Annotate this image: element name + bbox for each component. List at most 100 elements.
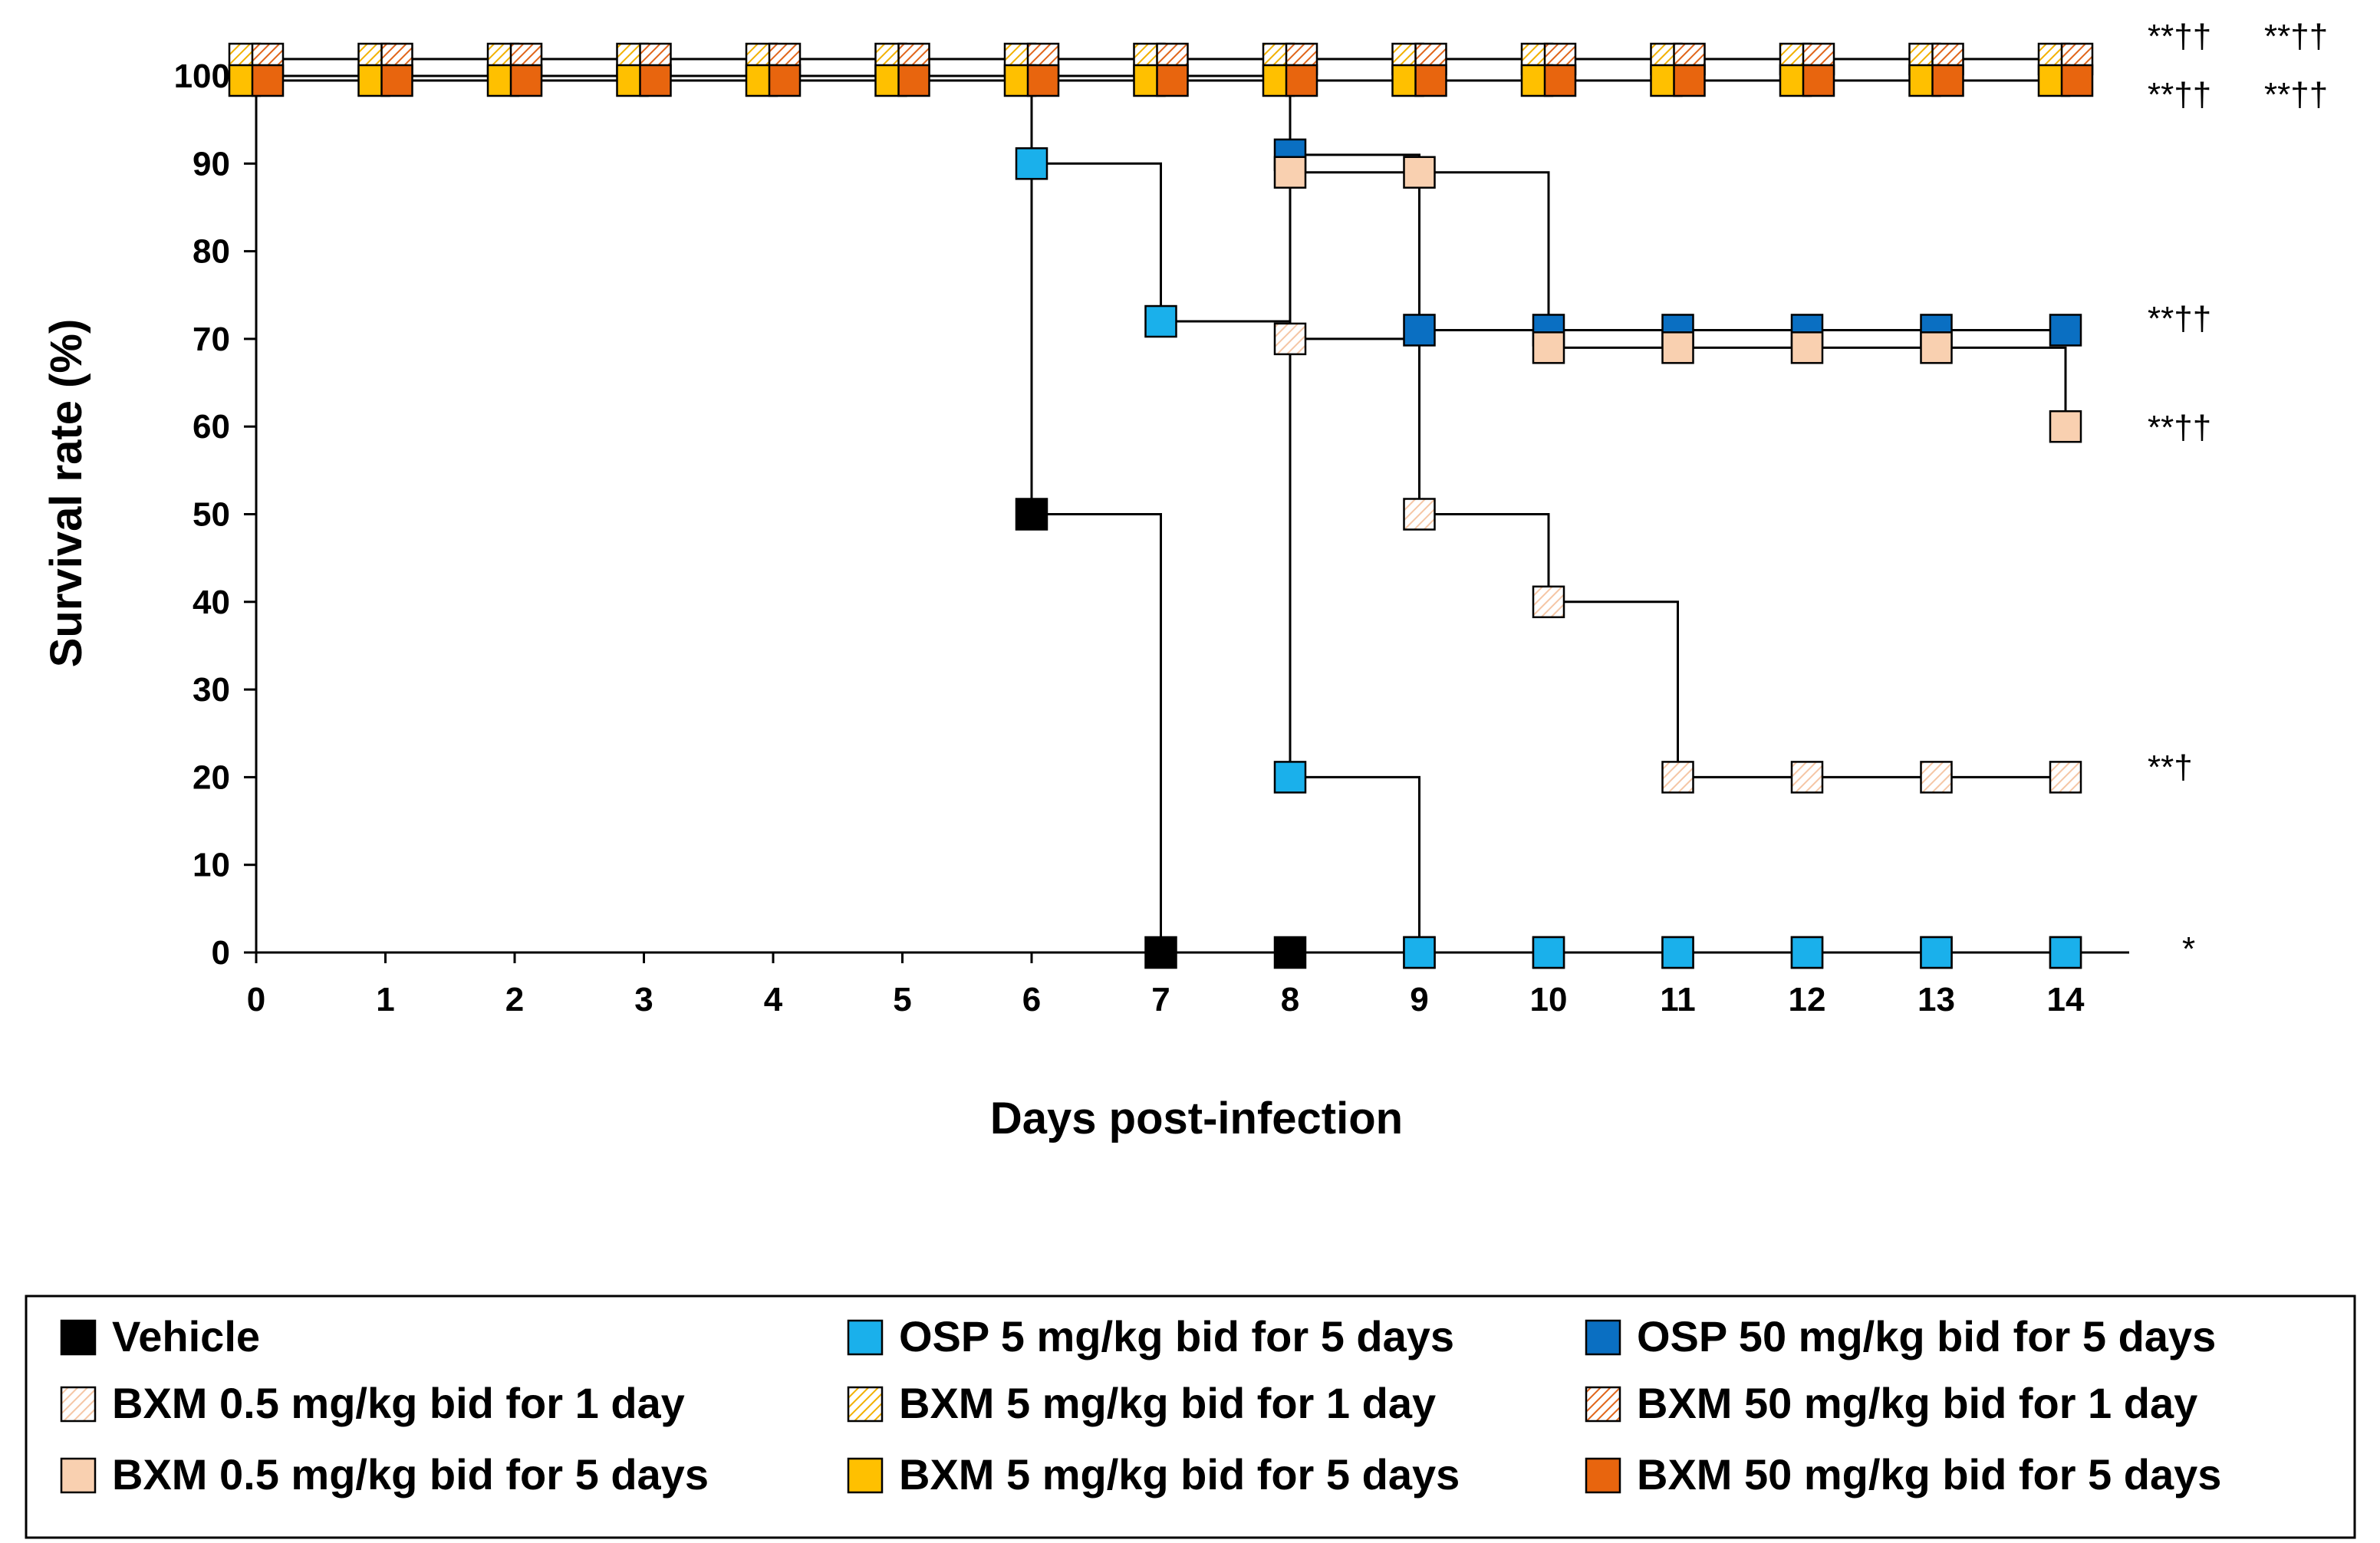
legend-label: BXM 0.5 mg/kg bid for 1 day bbox=[112, 1379, 685, 1427]
data-point bbox=[768, 64, 802, 97]
y-tick-label: 60 bbox=[193, 408, 230, 446]
x-tick-label: 7 bbox=[1151, 981, 1170, 1018]
data-point bbox=[1661, 331, 1694, 364]
y-tick-label: 100 bbox=[174, 58, 230, 95]
data-point bbox=[380, 64, 413, 97]
data-point bbox=[2049, 936, 2082, 969]
data-point bbox=[1543, 64, 1577, 97]
y-tick-label: 70 bbox=[193, 321, 230, 358]
legend-swatch bbox=[847, 1319, 884, 1356]
y-tick-label: 40 bbox=[193, 584, 230, 621]
significance-labels: * **†† **† **†† **†† **†† **†† **†† bbox=[2148, 18, 2328, 968]
y-tick-label: 80 bbox=[193, 233, 230, 271]
data-point bbox=[1920, 331, 1953, 364]
x-tick-label: 2 bbox=[505, 981, 524, 1018]
data-point bbox=[1532, 936, 1565, 969]
data-point bbox=[1015, 498, 1048, 531]
axes bbox=[255, 57, 2129, 954]
legend-label: BXM 5 mg/kg bid for 1 day bbox=[899, 1379, 1436, 1427]
data-point bbox=[1144, 936, 1177, 969]
data-point bbox=[897, 64, 930, 97]
x-tick-label: 5 bbox=[893, 981, 911, 1018]
series-lines bbox=[245, 58, 2077, 954]
data-point bbox=[1802, 64, 1835, 97]
x-tick-label: 9 bbox=[1410, 981, 1428, 1018]
significance-label: **†† bbox=[2264, 18, 2328, 55]
x-tick-label: 1 bbox=[376, 981, 394, 1018]
data-point bbox=[1790, 761, 1824, 794]
x-tick-label: 0 bbox=[247, 981, 265, 1018]
y-tick-label: 50 bbox=[193, 496, 230, 534]
x-tick-label: 4 bbox=[764, 981, 783, 1018]
y-tick-label: 20 bbox=[193, 758, 230, 796]
legend-swatch bbox=[1585, 1319, 1621, 1356]
data-point bbox=[1403, 498, 1436, 531]
data-point bbox=[1015, 147, 1048, 180]
legend-swatch bbox=[60, 1386, 97, 1423]
legend-label: Vehicle bbox=[112, 1312, 260, 1360]
significance-label: **† bbox=[2148, 748, 2193, 786]
significance-label: * bbox=[2182, 930, 2195, 968]
data-point bbox=[251, 64, 285, 97]
data-point bbox=[1144, 304, 1177, 338]
legend-swatch bbox=[1585, 1457, 1621, 1494]
legend-swatch bbox=[60, 1457, 97, 1494]
significance-label: **†† bbox=[2148, 76, 2211, 114]
significance-label: **†† bbox=[2148, 300, 2211, 337]
data-point bbox=[1661, 761, 1694, 794]
x-tick-label: 12 bbox=[1789, 981, 1826, 1018]
data-point bbox=[1156, 64, 1189, 97]
x-tick-label: 6 bbox=[1022, 981, 1041, 1018]
legend-label: OSP 5 mg/kg bid for 5 days bbox=[899, 1312, 1454, 1360]
legend-label: BXM 0.5 mg/kg bid for 5 days bbox=[112, 1450, 709, 1499]
series-markers bbox=[228, 42, 2094, 969]
data-point bbox=[1273, 156, 1307, 189]
data-point bbox=[1790, 936, 1824, 969]
y-ticks: 0 10 20 30 40 50 60 70 80 90 100 bbox=[174, 58, 256, 972]
legend-swatch bbox=[847, 1386, 884, 1423]
data-point bbox=[1273, 761, 1307, 794]
y-tick-label: 10 bbox=[193, 847, 230, 884]
legend-label: BXM 50 mg/kg bid for 5 days bbox=[1637, 1450, 2221, 1499]
legend-label: BXM 50 mg/kg bid for 1 day bbox=[1637, 1379, 2197, 1427]
y-tick-label: 30 bbox=[193, 671, 230, 709]
data-point bbox=[1790, 331, 1824, 364]
x-axis-title: Days post-infection bbox=[990, 1094, 1403, 1143]
data-point bbox=[1532, 585, 1565, 619]
data-point bbox=[1026, 64, 1060, 97]
significance-label: **†† bbox=[2148, 409, 2211, 446]
data-point bbox=[509, 64, 543, 97]
data-point bbox=[639, 64, 672, 97]
data-point bbox=[2049, 410, 2082, 443]
x-tick-label: 14 bbox=[2047, 981, 2085, 1018]
data-point bbox=[1931, 64, 1964, 97]
data-point bbox=[1920, 761, 1953, 794]
significance-label: **†† bbox=[2264, 76, 2328, 114]
data-point bbox=[1285, 64, 1318, 97]
y-tick-label: 0 bbox=[212, 934, 230, 972]
data-point bbox=[1273, 322, 1307, 356]
y-tick-label: 90 bbox=[193, 145, 230, 183]
legend-swatch bbox=[60, 1319, 97, 1356]
legend-box bbox=[25, 1295, 2356, 1539]
data-point bbox=[1403, 156, 1436, 189]
data-point bbox=[2060, 64, 2094, 97]
data-point bbox=[2049, 314, 2082, 347]
x-tick-label: 11 bbox=[1660, 981, 1696, 1018]
data-point bbox=[1403, 314, 1436, 347]
data-point bbox=[1673, 64, 1706, 97]
x-tick-label: 10 bbox=[1530, 981, 1568, 1018]
data-point bbox=[1403, 936, 1436, 969]
x-tick-label: 13 bbox=[1917, 981, 1955, 1018]
y-axis-title: Survival rate (%) bbox=[41, 319, 91, 668]
significance-label: **†† bbox=[2148, 18, 2211, 55]
data-point bbox=[2049, 761, 2082, 794]
legend-swatch bbox=[1585, 1386, 1621, 1423]
data-point bbox=[1920, 936, 1953, 969]
legend-swatch bbox=[847, 1457, 884, 1494]
x-tick-label: 8 bbox=[1281, 981, 1299, 1018]
data-point bbox=[1414, 64, 1447, 97]
